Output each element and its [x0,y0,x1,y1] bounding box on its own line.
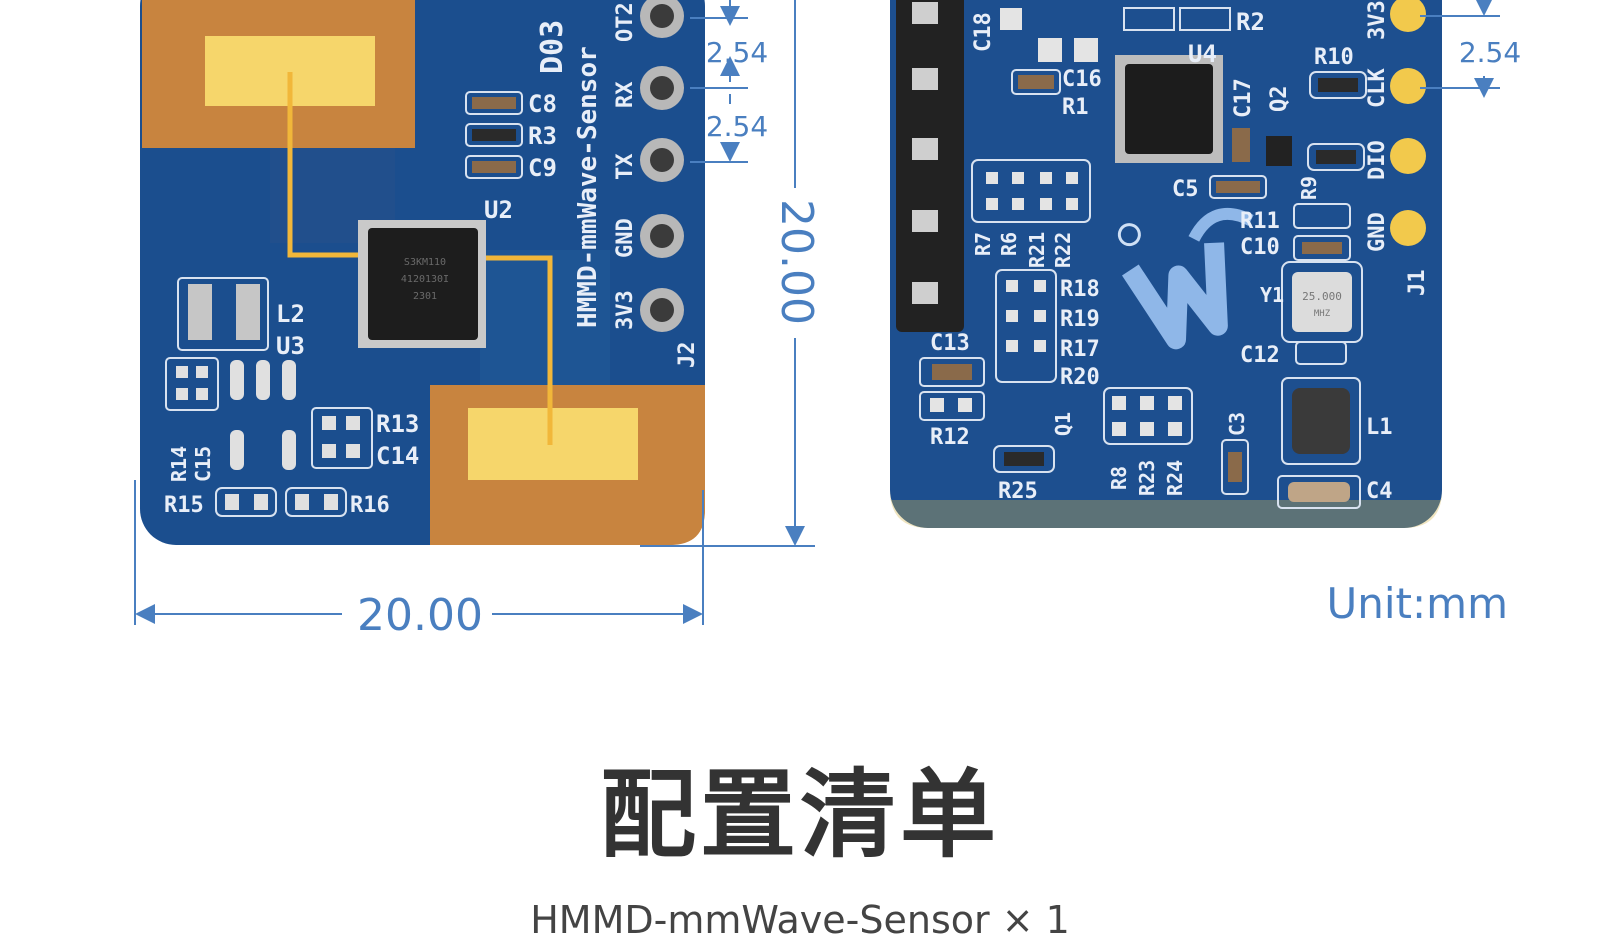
unit-label: Unit:mm [1327,579,1508,628]
mcu-chip [1115,55,1223,163]
silk-label: Q1 [1051,412,1075,436]
silk-label: C5 [1172,177,1199,202]
silk-label: C9 [528,154,557,182]
silk-label: C8 [528,90,557,118]
width-dimension: 20.00 [357,590,483,641]
silk-label: C12 [1240,343,1280,368]
crystal-marking: MHZ [1314,309,1331,319]
board-front: S3KM110 4120130I 2301 [140,0,705,545]
package-item: HMMD-mmWave-Sensor × 1 [530,898,1070,942]
pin-label-clk: CLK [1365,68,1390,108]
board-back: 25.000 MHZ [890,0,1442,528]
silk-label: Y1 [1260,283,1284,307]
silk-label: R9 [1297,176,1321,200]
silk-label: C15 [191,446,215,482]
module-name-silk: HMMD-mmWave-Sensor [573,46,603,328]
silk-label: L1 [1366,415,1393,440]
silk-label: U2 [484,196,513,224]
section-title: 配置清单 [600,759,1000,871]
pin-label-tx: TX [613,154,638,181]
silk-label: R24 [1163,460,1187,496]
connector-label: J2 [675,342,700,369]
pin-label-3v3: 3V3 [1365,0,1390,40]
silk-label: C17 [1231,78,1256,118]
silk-label: U3 [276,332,305,360]
silk-label: R14 [167,446,191,482]
silk-label: C18 [971,12,996,52]
crystal: 25.000 MHZ [1281,261,1363,343]
pitch-dimension: 2.54 [706,36,768,69]
silk-label: R8 [1107,466,1131,490]
silk-label: R21 [1025,232,1049,268]
silk-label: U4 [1188,40,1217,68]
silk-label: R20 [1060,365,1100,390]
silk-label: R16 [350,493,390,518]
antenna-patch [468,408,638,480]
pin-label-ot2: OT2 [613,2,638,42]
pin-label-3v3: 3V3 [613,290,638,330]
silk-label: R18 [1060,277,1100,302]
silk-label: C14 [376,442,419,470]
silk-label: R19 [1060,307,1100,332]
silk-label: R17 [1060,337,1100,362]
connector-label: J1 [1405,270,1430,297]
silk-label: R13 [376,410,419,438]
silk-label: C4 [1366,479,1393,504]
pin-label-rx: RX [613,82,638,109]
silk-label: R10 [1314,45,1354,70]
silk-label: C16 [1062,67,1102,92]
silk-label: R12 [930,425,970,450]
silk-label: Q2 [1267,86,1292,113]
pitch-dimension: 2.54 [1459,36,1521,69]
pin-label-gnd: GND [613,218,638,258]
silk-label: R23 [1135,460,1159,496]
crystal-marking: 25.000 [1302,290,1342,303]
silk-label: R22 [1051,232,1075,268]
silk-label: L2 [276,300,305,328]
silk-label: R1 [1062,95,1089,120]
silk-label: R2 [1236,8,1265,36]
pitch-dimension: 2.54 [706,110,768,143]
silk-label: R6 [997,232,1021,256]
pin-holes [640,0,684,332]
height-dimension: 20.00 [771,199,822,325]
smd-components [165,91,523,517]
chip-marking: S3KM110 [404,257,446,268]
chip-marking: 4120130I [401,274,449,285]
inductor [1292,388,1350,454]
silk-label: R25 [998,479,1038,504]
back-dimensions [1420,0,1500,98]
gold-pads [1390,0,1426,246]
silk-label: C3 [1225,412,1249,436]
waveshare-logo [1117,207,1254,350]
silk-label: C13 [930,331,970,356]
serial-silk: D03 [535,20,570,74]
silk-label: R7 [971,232,995,256]
header-pins [896,0,964,332]
silk-label: R3 [528,122,557,150]
back-smd-components [919,7,1367,509]
pin-label-dio: DIO [1365,140,1390,180]
silk-label: R15 [164,493,204,518]
radar-chip: S3KM110 4120130I 2301 [358,220,486,348]
front-dimensions [134,0,815,625]
chip-marking: 2301 [413,291,437,302]
silk-label: C10 [1240,235,1280,260]
pin-label-gnd: GND [1365,212,1390,252]
silk-label: R11 [1240,209,1280,234]
